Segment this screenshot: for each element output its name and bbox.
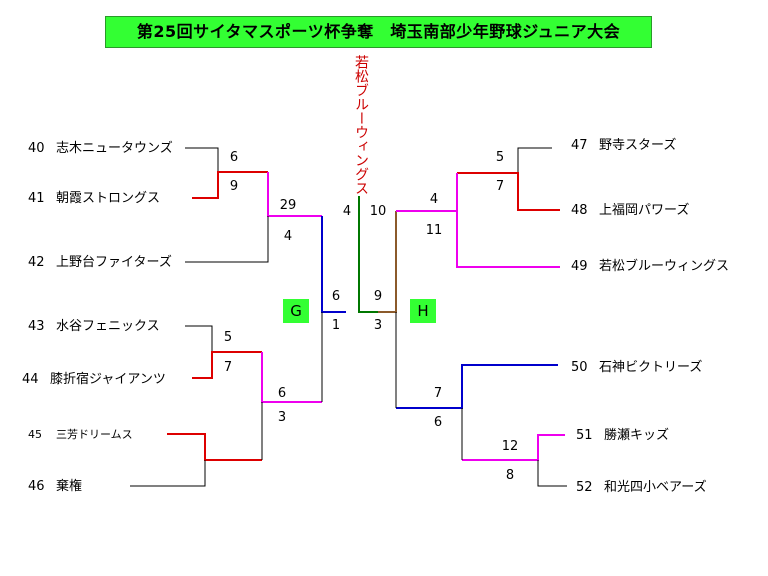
team-entry-44: 44 膝折宿ジャイアンツ xyxy=(22,372,166,388)
score-g-bottom: 1 xyxy=(331,318,341,333)
team-name: 石神ビクトリーズ xyxy=(599,360,703,375)
line-40-to-r1 xyxy=(185,147,219,172)
team-number: 42 xyxy=(28,255,45,270)
score-h-top: 9 xyxy=(373,289,383,304)
score-43-44-bottom: 7 xyxy=(223,360,233,375)
team-name: 朝霞ストロングス xyxy=(56,191,161,206)
team-number: 45 xyxy=(28,428,42,441)
team-number: 51 xyxy=(576,428,593,443)
line-41-to-r1-win xyxy=(192,171,268,199)
team-entry-42: 42 上野台ファイターズ xyxy=(28,255,172,271)
line-44-to-r1-win xyxy=(192,351,262,379)
score-40-41-bottom: 9 xyxy=(229,179,239,194)
score-r2b-right-bottom: 6 xyxy=(433,415,443,430)
team-number: 52 xyxy=(576,480,593,495)
team-name: 膝折宿ジャイアンツ xyxy=(50,372,166,387)
team-name: 和光四小ベアーズ xyxy=(604,480,707,495)
team-name: 若松ブルーウィングス xyxy=(599,259,730,274)
score-r2a-bottom: 4 xyxy=(283,229,293,244)
score-r2a-top: 29 xyxy=(279,198,297,213)
score-40-41-top: 6 xyxy=(229,150,239,165)
score-r2a-right-top: 4 xyxy=(429,192,439,207)
team-number: 44 xyxy=(22,372,39,387)
team-number: 43 xyxy=(28,319,45,334)
team-name: 上野台ファイターズ xyxy=(56,255,172,270)
team-entry-43: 43 水谷フェニックス xyxy=(28,319,160,335)
team-entry-46: 46 棄権 xyxy=(28,479,82,495)
team-entry-51: 51 勝瀬キッズ xyxy=(576,428,669,444)
team-entry-45: 45 三芳ドリームス xyxy=(28,427,133,443)
line-47-to-r1 xyxy=(517,147,552,173)
score-h-bottom: 3 xyxy=(373,318,383,333)
score-47-48-top: 5 xyxy=(495,150,505,165)
line-45-to-r1-win xyxy=(167,433,262,461)
block-h-label: H xyxy=(410,299,436,323)
score-51-52-bottom: 8 xyxy=(505,468,515,483)
line-48-to-r1-win xyxy=(457,172,560,211)
team-number: 40 xyxy=(28,141,45,156)
score-final-left: 4 xyxy=(342,204,352,219)
line-49-to-r2-win xyxy=(456,211,560,268)
line-46-to-r1 xyxy=(130,460,206,487)
team-entry-48: 48 上福岡パワーズ xyxy=(571,203,689,219)
team-number: 41 xyxy=(28,191,45,206)
team-number: 49 xyxy=(571,259,588,274)
tournament-title: 第25回サイタマスポーツ杯争奪 埼玉南部少年野球ジュニア大会 xyxy=(105,16,652,48)
score-final-right: 10 xyxy=(369,204,387,219)
team-name: 勝瀬キッズ xyxy=(604,428,670,443)
team-name: 棄権 xyxy=(56,479,83,494)
block-g-label: G xyxy=(283,299,309,323)
score-47-48-bottom: 7 xyxy=(495,179,505,194)
line-left-semifinal-win xyxy=(358,196,378,313)
team-number: 48 xyxy=(571,203,588,218)
score-43-44-top: 5 xyxy=(223,330,233,345)
champion-label: 若松ブルーウィングス xyxy=(353,55,369,195)
score-51-52-top: 12 xyxy=(501,439,519,454)
team-entry-50: 50 石神ビクトリーズ xyxy=(571,360,702,376)
line-51-to-r1-win xyxy=(462,434,565,461)
score-r2b-bottom: 3 xyxy=(277,410,287,425)
team-name: 野寺スターズ xyxy=(599,138,677,153)
team-entry-49: 49 若松ブルーウィングス xyxy=(571,259,729,275)
line-42-to-r2 xyxy=(185,216,269,263)
team-entry-41: 41 朝霞ストロングス xyxy=(28,191,160,207)
score-r2b-right-top: 7 xyxy=(433,386,443,401)
score-r2a-right-bottom: 11 xyxy=(425,223,443,238)
team-entry-40: 40 志木ニュータウンズ xyxy=(28,141,173,157)
score-g-top: 6 xyxy=(331,289,341,304)
team-name: 志木ニュータウンズ xyxy=(56,141,173,156)
team-number: 47 xyxy=(571,138,588,153)
team-name: 上福岡パワーズ xyxy=(599,203,690,218)
line-52-to-r1 xyxy=(537,460,567,487)
team-name: 三芳ドリームス xyxy=(56,428,133,441)
team-name: 水谷フェニックス xyxy=(56,319,160,334)
score-r2b-top: 6 xyxy=(277,386,287,401)
team-entry-47: 47 野寺スターズ xyxy=(571,138,676,154)
team-number: 50 xyxy=(571,360,588,375)
line-43-to-r1 xyxy=(185,325,213,352)
team-entry-52: 52 和光四小ベアーズ xyxy=(576,480,707,496)
team-number: 46 xyxy=(28,479,45,494)
line-50-to-r2-win xyxy=(396,364,558,409)
